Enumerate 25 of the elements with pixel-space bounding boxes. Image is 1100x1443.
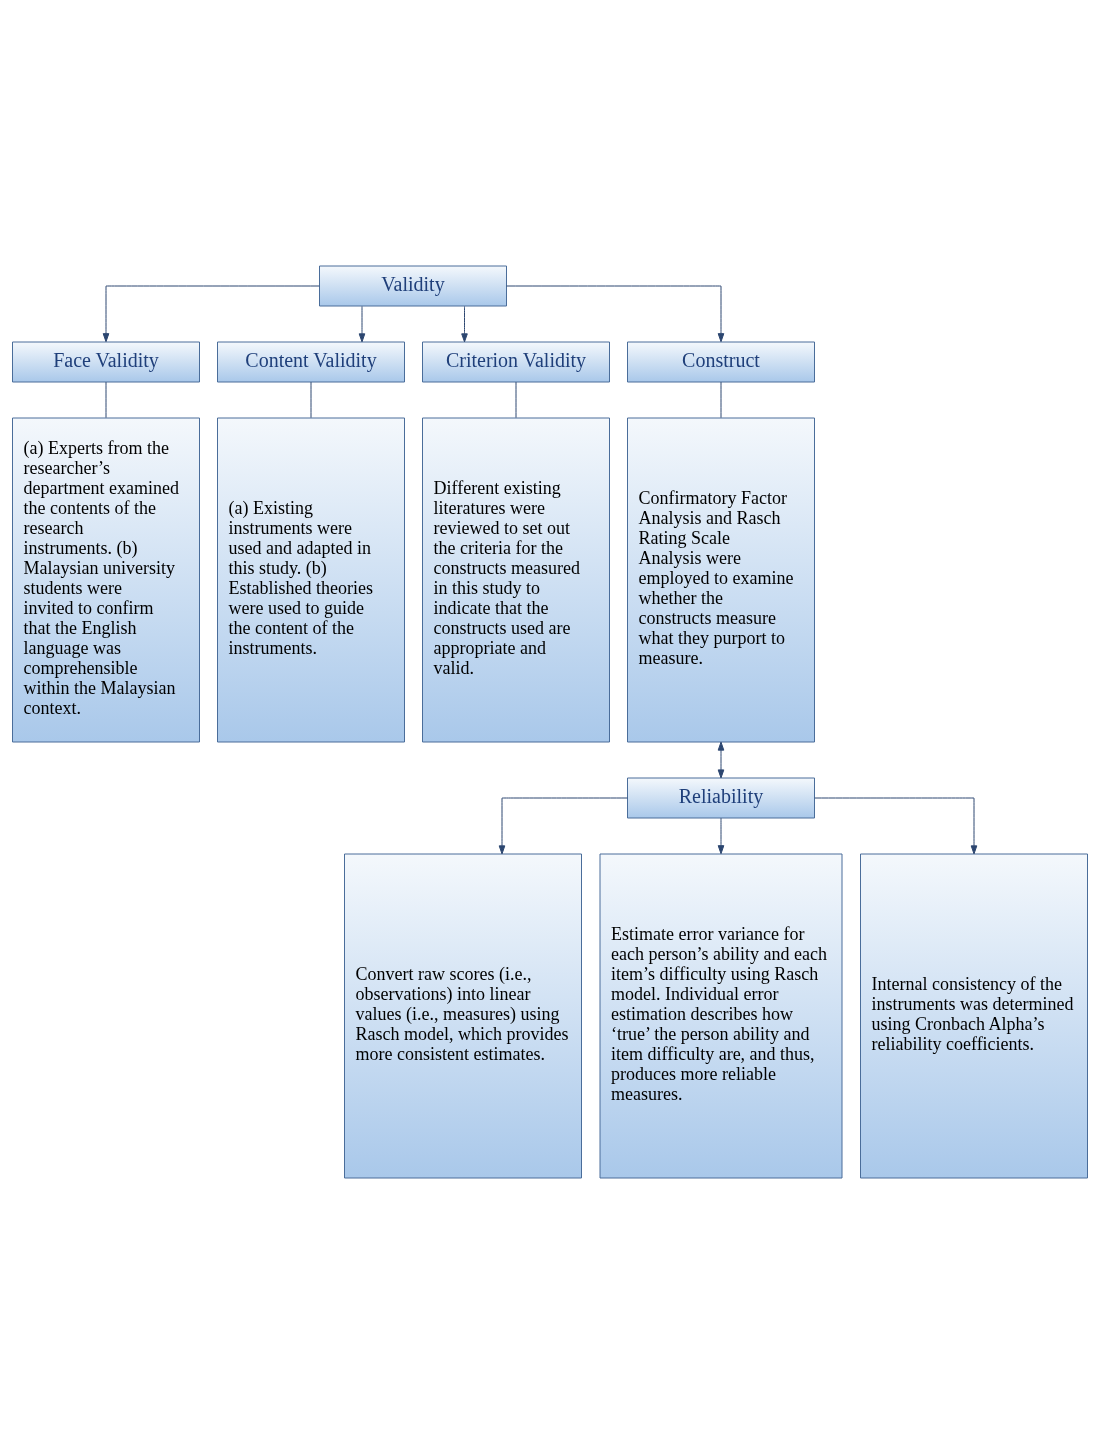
node-box: Estimate error variance for each person’s ability and each item’s difficulty using Rasch model. Individual error estimation describes how ‘true’ the person ability and item difficulty are, and thus, produces more reliable measures. [599, 853, 843, 1178]
node-box: Confirmatory Factor Analysis and Rasch Rating Scale Analysis were employed to examine whether the constructs measure what they purport to measure. [627, 417, 815, 742]
node-box: (a) Experts from the researcher’s department examined the contents of the research instruments. (b) Malaysian university students were invited to confirm that the English language was comprehensible within the Malaysian context. [12, 417, 200, 742]
connector [310, 381, 312, 418]
arrow [814, 797, 978, 854]
node-box: Content Validity [217, 341, 405, 382]
connector [515, 381, 517, 418]
connector [105, 381, 107, 418]
node-box: Validity [319, 265, 507, 306]
node-box: Internal consistency of the instruments was determined using Cronbach Alpha’s reliability coefficients. [860, 853, 1088, 1178]
arrow [717, 817, 725, 854]
node-box: Reliability [627, 777, 815, 818]
node-box: Criterion Validity [422, 341, 610, 382]
node-box: Construct [627, 341, 815, 382]
connector [720, 381, 722, 418]
arrow [358, 305, 366, 342]
arrow [498, 797, 628, 854]
node-box: Different existing literatures were reviewed to set out the criteria for the constructs measured in this study to indicate that the constructs used are appropriate and valid. [422, 417, 610, 742]
node-box: (a) Existing instruments were used and adapted in this study. (b) Established theories were used to guide the content of the instruments. [217, 417, 405, 742]
arrow [102, 285, 320, 342]
arrow [506, 285, 725, 342]
node-box: Face Validity [12, 341, 200, 382]
arrow [461, 305, 468, 342]
arrow [717, 741, 725, 778]
node-box: Convert raw scores (i.e., observations) into linear values (i.e., measures) using Rasch model, which provides more consistent estimates. [344, 853, 582, 1178]
